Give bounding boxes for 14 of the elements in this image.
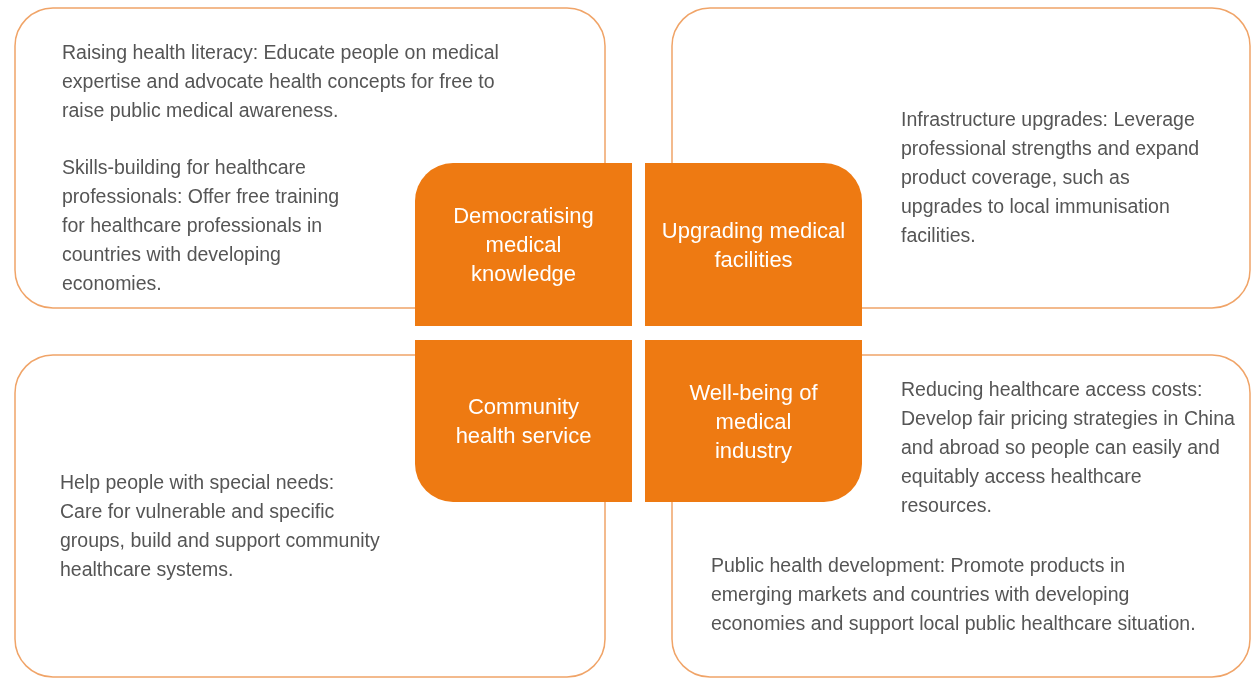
description-text: Public health development: Promote products in emerging markets and countries with developing economies and support local public healthcare situation.: [711, 553, 1197, 636]
category-tile: [415, 163, 632, 326]
category-tile: [415, 340, 632, 502]
category-tile: [645, 340, 862, 502]
description-text: Infrastructure upgrades: Leverage professional strengths and expand product coverage, such as upgrades to local immunisation facilities.: [901, 107, 1201, 248]
description-text: Raising health literacy: Educate people on medical expertise and advocate health concepts for free to raise public medical awareness.: [62, 40, 500, 123]
category-title: Upgrading medical facilities: [660, 216, 847, 274]
category-tile: [645, 163, 862, 326]
category-title: Democratising medical knowledge: [452, 202, 595, 288]
category-title: Community health service: [454, 393, 593, 450]
category-title: Well-being of medical industry: [688, 378, 819, 465]
description-text: Reducing healthcare access costs: Develop fair pricing strategies in China and abroad so people can easily and equitably access healthcare resources.: [901, 377, 1236, 518]
description-text: Skills-building for healthcare professionals: Offer free training for healthcare professionals in countries with developing economies.: [62, 155, 341, 296]
description-text: Help people with special needs: Care for vulnerable and specific groups, build and support community healthcare systems.: [60, 470, 380, 582]
